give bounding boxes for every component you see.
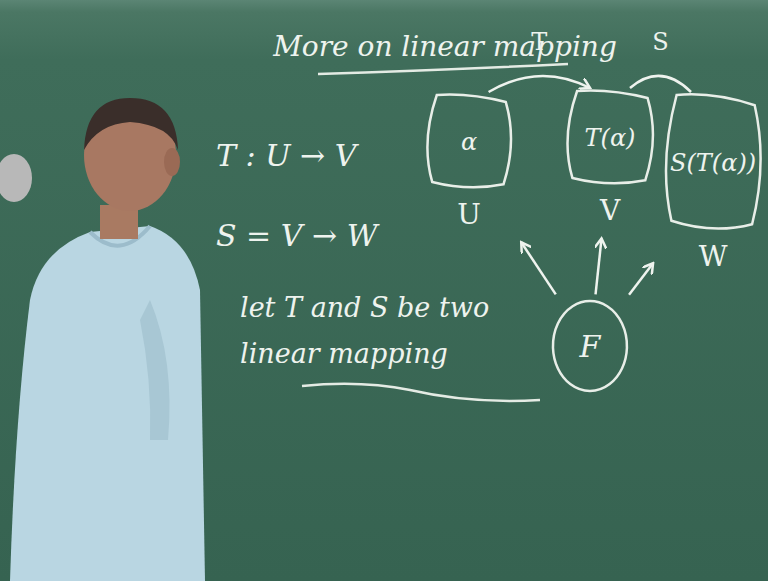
mapping-arrow bbox=[521, 242, 556, 294]
node-text: T(α) bbox=[585, 124, 636, 152]
node-text: S(T(α)) bbox=[670, 149, 756, 177]
set-blob: αU bbox=[420, 92, 518, 235]
mapping-name: T bbox=[531, 28, 547, 56]
lecturer-arm bbox=[140, 300, 170, 440]
background-person bbox=[0, 154, 32, 202]
set-name: U bbox=[457, 198, 481, 231]
node-text: F bbox=[580, 329, 601, 364]
set-blob: T(α) V bbox=[560, 88, 660, 231]
lecturer-shirt bbox=[10, 226, 205, 581]
mapping-arrow bbox=[630, 76, 691, 92]
set-blob: S(T(α)) W bbox=[658, 92, 768, 277]
set-name: W bbox=[699, 240, 728, 273]
mapping-name: S bbox=[652, 28, 668, 56]
title-underline bbox=[318, 64, 568, 74]
board-note: let T and S be two linear mapping bbox=[240, 285, 560, 377]
board-note: S = V → W bbox=[216, 218, 377, 253]
lecturer-hair bbox=[84, 98, 178, 150]
node-text: α bbox=[461, 128, 477, 156]
field-circle: F bbox=[550, 298, 630, 394]
mapping-arrow bbox=[629, 263, 653, 295]
set-name: V bbox=[600, 194, 620, 227]
mapping-arrow bbox=[596, 238, 602, 294]
lecturer-ear bbox=[164, 148, 180, 176]
emphasis-underline bbox=[302, 384, 540, 401]
board-note: T : U → V bbox=[216, 138, 356, 173]
board-title: More on linear mapping bbox=[273, 30, 617, 63]
mapping-arrow bbox=[489, 76, 590, 92]
